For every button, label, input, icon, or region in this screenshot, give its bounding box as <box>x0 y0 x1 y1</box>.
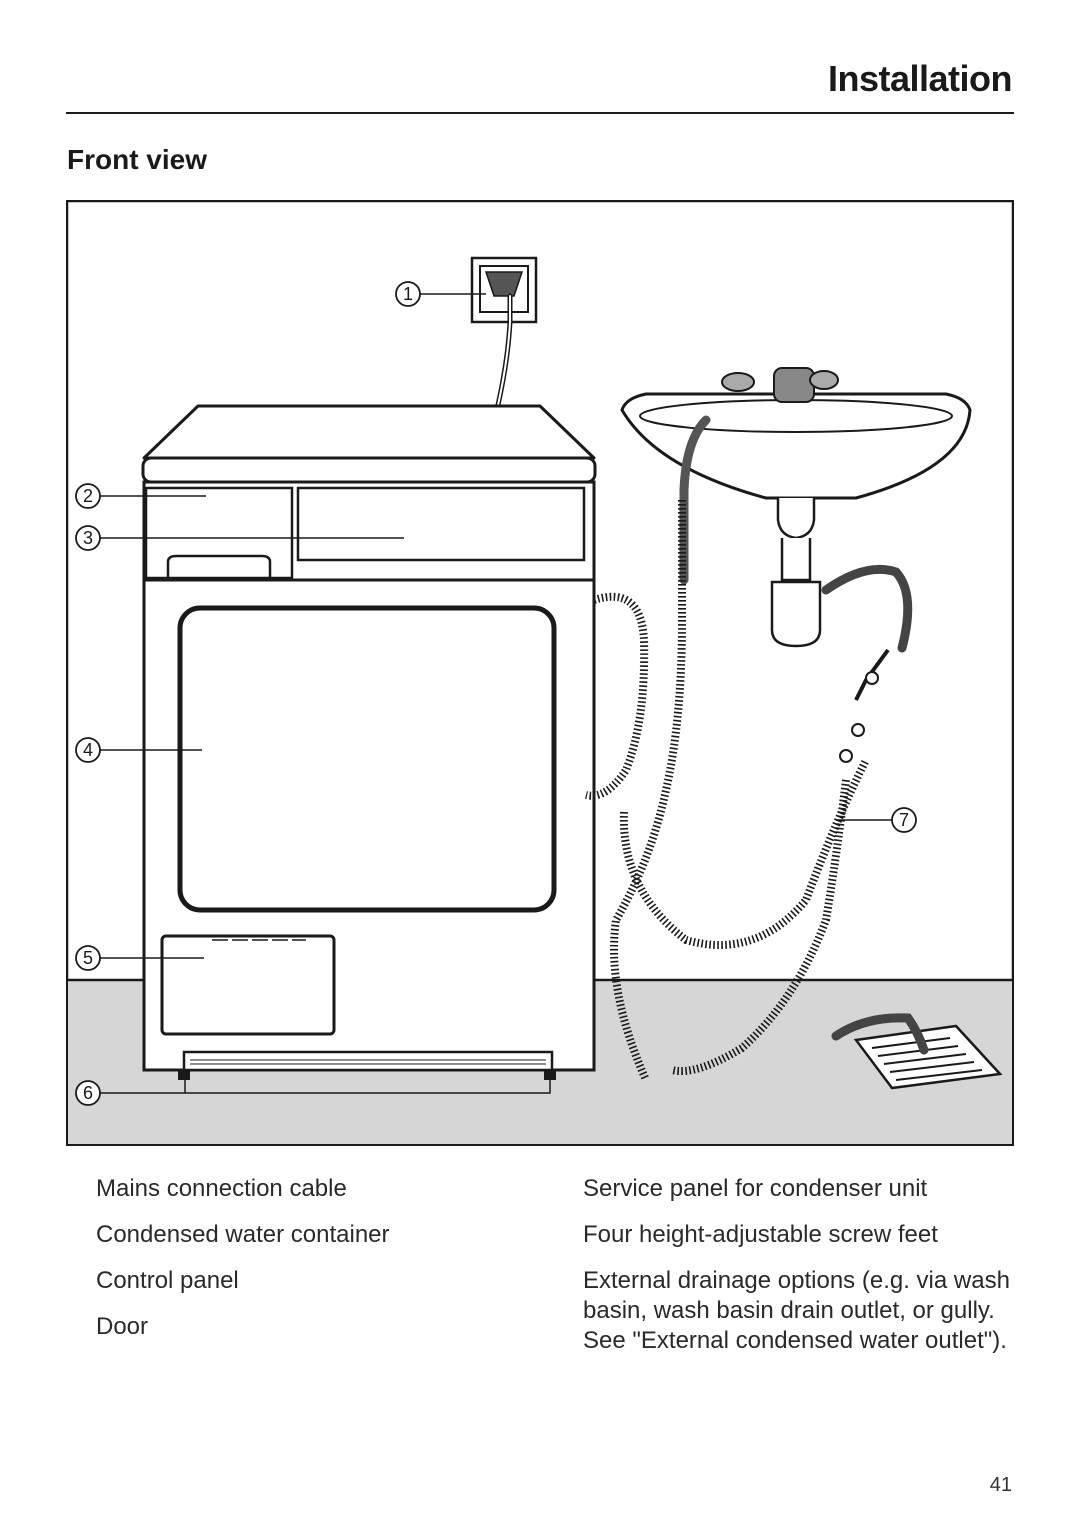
section-title: Front view <box>67 144 208 175</box>
callout-5: 5 <box>75 945 101 971</box>
drain-outlet-attachment <box>821 564 913 653</box>
drain-trap <box>780 538 812 582</box>
legend-item-door: Door <box>96 1313 149 1340</box>
wash-basin <box>620 367 972 648</box>
svg-text:5: 5 <box>83 948 93 968</box>
legend-item-drainage-options: External drainage options (e.g. via wash… <box>583 1267 1010 1354</box>
legend-item-control-panel: Control panel <box>96 1267 239 1294</box>
dryer-door <box>177 605 557 913</box>
svg-text:1: 1 <box>403 284 413 304</box>
dryer <box>141 404 597 1080</box>
callout-2: 2 <box>75 483 101 509</box>
control-panel <box>296 486 586 562</box>
svg-text:3: 3 <box>83 528 93 548</box>
callout-7: 7 <box>891 807 917 833</box>
legend-item-service-panel: Service panel for condenser unit <box>583 1175 928 1202</box>
legend-item-screw-feet: Four height-adjustable screw feet <box>583 1221 938 1248</box>
hose-basin-hook <box>679 415 711 585</box>
dryer-top <box>142 404 596 460</box>
legend-right-column: Service panel for condenser unit Four he… <box>583 1174 1013 1372</box>
svg-text:4: 4 <box>83 740 93 760</box>
front-view-diagram: 1 2 3 4 5 6 7 <box>66 200 1014 1146</box>
container-handle <box>166 554 272 578</box>
svg-text:2: 2 <box>83 486 93 506</box>
callout-6: 6 <box>75 1080 101 1106</box>
svg-text:7: 7 <box>899 810 909 830</box>
service-panel <box>160 934 336 1036</box>
drain-hose-loop <box>585 592 870 949</box>
basin-drain <box>776 498 816 540</box>
kick-plate <box>182 1050 554 1072</box>
svg-text:6: 6 <box>83 1083 93 1103</box>
callout-4: 4 <box>75 737 101 763</box>
condensed-water-container <box>144 486 294 580</box>
legend-item-mains-cable: Mains connection cable <box>96 1175 347 1202</box>
legend-item-water-container: Condensed water container <box>96 1221 390 1248</box>
header-divider <box>66 112 1014 114</box>
page-number: 41 <box>989 1474 1012 1496</box>
legend-left-column: Mains connection cable Condensed water c… <box>96 1174 536 1358</box>
callout-3: 3 <box>75 525 101 551</box>
page-header-title: Installation <box>827 58 1013 99</box>
gully-grate <box>831 1013 1003 1090</box>
screw-foot-left <box>178 1070 190 1080</box>
drain-hose-to-basin <box>610 500 686 1082</box>
callout-1: 1 <box>395 281 421 307</box>
wall-socket <box>470 256 538 324</box>
basin-tap <box>773 367 815 403</box>
screw-foot-right <box>544 1070 556 1080</box>
